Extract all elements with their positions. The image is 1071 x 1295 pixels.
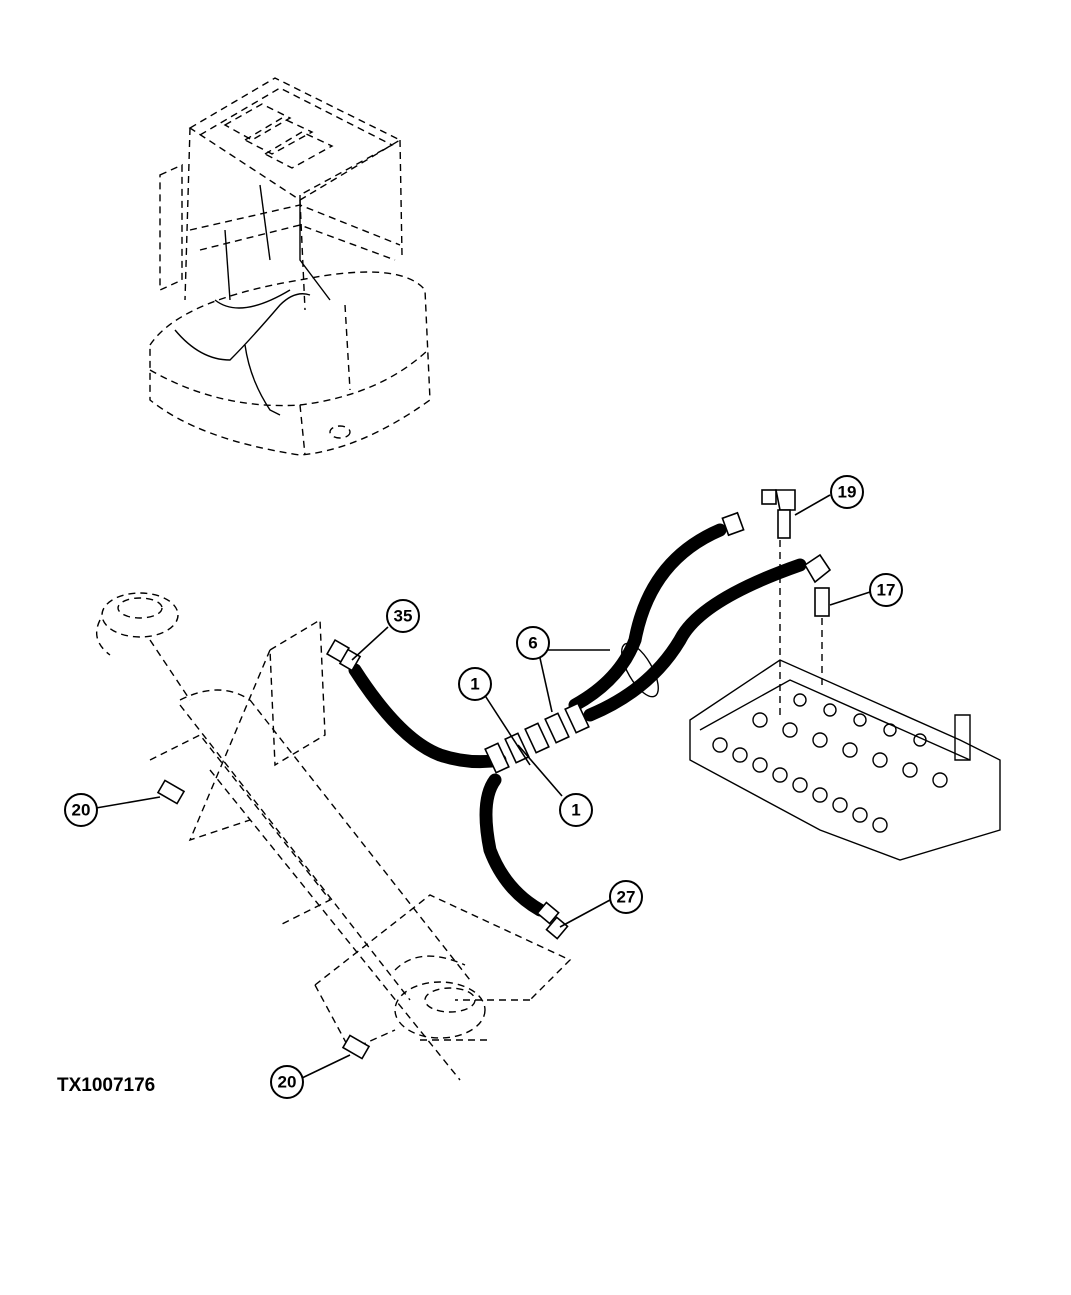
svg-text:19: 19	[838, 483, 857, 502]
boom-cylinder-illustration	[96, 592, 572, 1081]
callout-35: 35	[386, 599, 420, 633]
callout-20-upper: 20	[64, 793, 98, 827]
valve-ports	[712, 693, 948, 833]
leader-lines	[95, 494, 871, 1079]
callout-1-lower: 1	[559, 793, 593, 827]
callout-20-lower: 20	[270, 1065, 304, 1099]
svg-text:27: 27	[617, 888, 636, 907]
excavator-canopy-illustration	[149, 77, 431, 456]
fitting-27	[536, 901, 569, 940]
fitting-20-lower	[341, 1034, 371, 1060]
svg-text:6: 6	[528, 634, 537, 653]
fitting-20-upper	[156, 779, 186, 805]
fitting-35	[325, 638, 362, 672]
svg-text:1: 1	[470, 675, 479, 694]
figure-id: TX1007176	[57, 1075, 156, 1096]
callout-6: 6	[516, 626, 550, 660]
fittings	[156, 489, 832, 1060]
svg-text:20: 20	[72, 801, 91, 820]
callout-17: 17	[869, 573, 903, 607]
callout-27: 27	[609, 880, 643, 914]
callout-1-upper: 1	[458, 667, 492, 701]
fitting-19	[721, 489, 796, 539]
svg-text:1: 1	[571, 801, 580, 820]
svg-text:35: 35	[394, 607, 413, 626]
svg-text:20: 20	[278, 1073, 297, 1092]
fitting-17	[803, 553, 832, 617]
control-valve-illustration	[689, 659, 1001, 861]
hose-clamps	[484, 642, 659, 774]
hoses	[348, 523, 807, 917]
svg-text:17: 17	[877, 581, 896, 600]
callout-19: 19	[830, 475, 864, 509]
